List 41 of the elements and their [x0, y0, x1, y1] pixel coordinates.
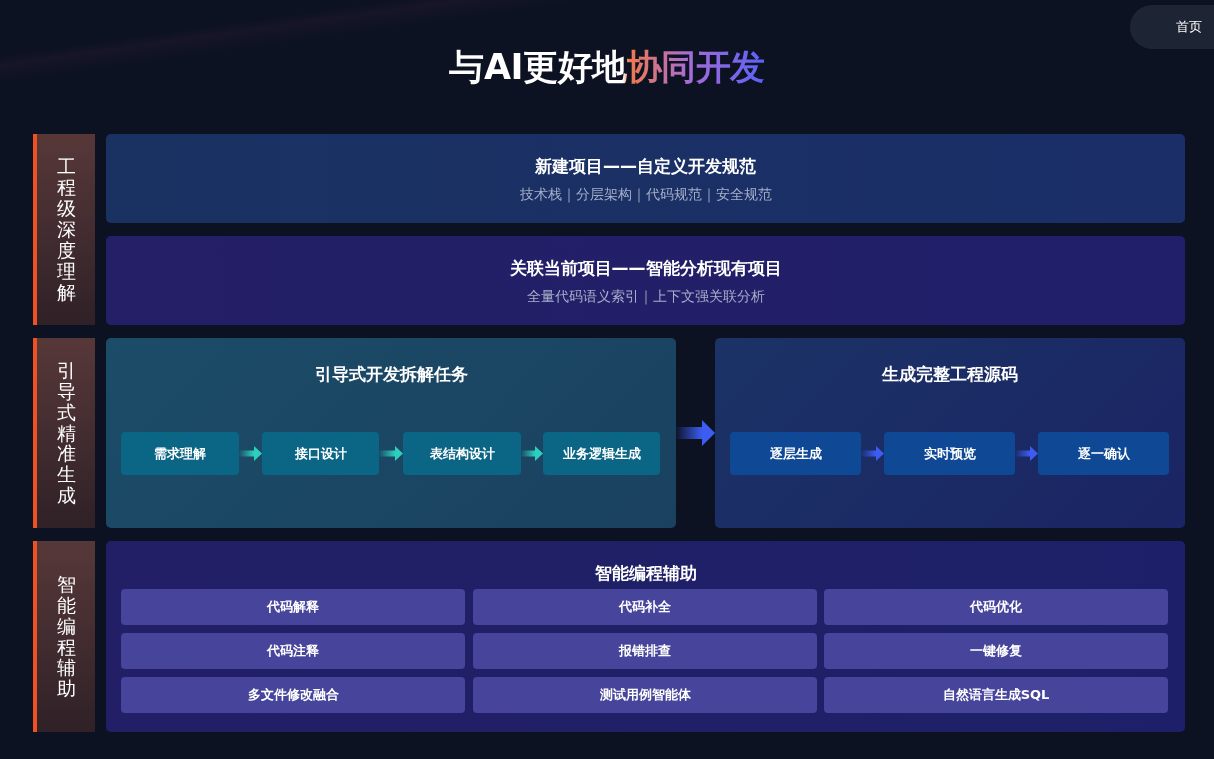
section-panel	[715, 338, 1185, 528]
feature-tile: 报错排查	[473, 633, 817, 669]
category-label: 工程级深度理解	[56, 156, 76, 303]
panel-heading: 关联当前项目——智能分析现有项目	[509, 256, 782, 280]
panel-heading: 引导式开发拆解任务	[314, 363, 468, 386]
panel-subtitle: 全量代码语义索引｜上下文强关联分析	[526, 286, 765, 306]
arrow	[379, 446, 403, 461]
arrow	[676, 420, 715, 446]
section-panel	[106, 236, 1185, 325]
panel-heading: 智能编程辅助	[594, 562, 697, 585]
arrow	[521, 446, 543, 461]
section-panel	[106, 541, 1185, 732]
feature-tile: 测试用例智能体	[473, 677, 817, 713]
panel-subtitle: 技术栈｜分层架构｜代码规范｜安全规范	[519, 184, 772, 204]
category-label: 智能编程辅助	[56, 573, 76, 700]
feature-tile: 代码补全	[473, 589, 817, 625]
category-band	[33, 338, 95, 528]
arrow	[239, 446, 262, 461]
process-step: 逐层生成	[730, 432, 861, 475]
process-step: 接口设计	[262, 432, 379, 475]
section-panel	[106, 338, 676, 528]
arrow	[861, 446, 884, 461]
section-panel	[106, 134, 1185, 223]
category-band	[33, 541, 95, 732]
feature-tile: 一键修复	[824, 633, 1168, 669]
process-step: 需求理解	[121, 432, 239, 475]
arrow	[1015, 446, 1038, 461]
feature-tile: 代码注释	[121, 633, 465, 669]
category-band	[33, 134, 95, 325]
process-step: 逐一确认	[1038, 432, 1169, 475]
process-step: 实时预览	[884, 432, 1015, 475]
feature-tile: 代码解释	[121, 589, 465, 625]
category-label: 引导式精准生成	[56, 359, 76, 507]
feature-tile: 代码优化	[824, 589, 1168, 625]
process-step: 表结构设计	[403, 432, 521, 475]
panel-heading: 生成完整工程源码	[882, 363, 1018, 386]
process-step: 业务逻辑生成	[543, 432, 660, 475]
feature-tile: 多文件修改融合	[121, 677, 465, 713]
home-button: 首页	[1130, 5, 1214, 49]
feature-tile: 自然语言生成SQL	[824, 677, 1168, 713]
panel-heading: 新建项目——自定义开发规范	[535, 154, 756, 178]
